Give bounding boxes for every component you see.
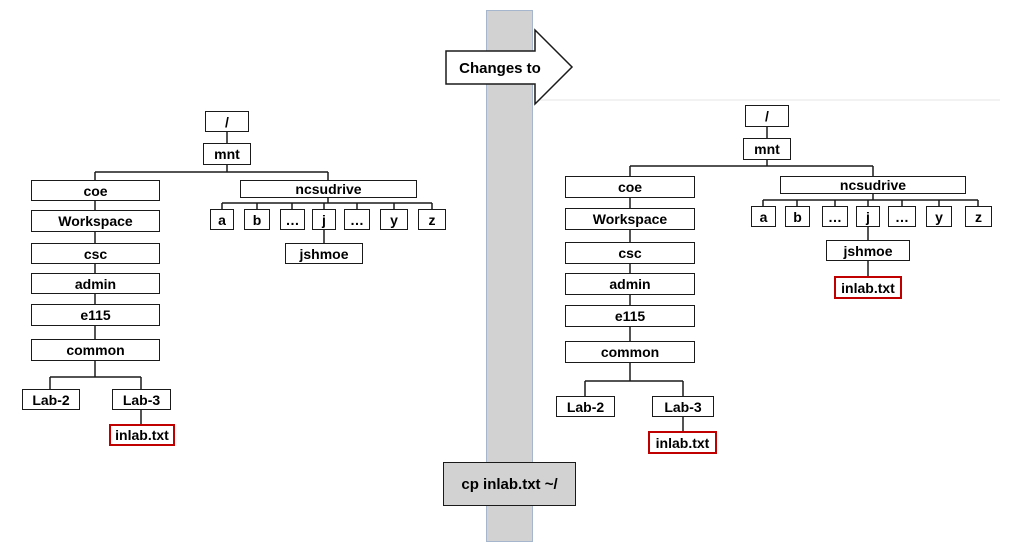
- changes-to-label: Changes to: [459, 59, 541, 77]
- before-admin-node: admin: [31, 273, 160, 294]
- before-e115-node: e115: [31, 304, 160, 326]
- after-drive-a: a: [751, 206, 776, 227]
- after-user-inlab-file: inlab.txt: [834, 276, 902, 299]
- after-common-node: common: [565, 341, 695, 363]
- before-lab3-inlab-file: inlab.txt: [109, 424, 175, 446]
- before-coe-node: coe: [31, 180, 160, 201]
- before-drive-b: b: [244, 209, 270, 230]
- after-e115-node: e115: [565, 305, 695, 327]
- before-ncsudrive-node: ncsudrive: [240, 180, 417, 198]
- before-common-node: common: [31, 339, 160, 361]
- before-drive-ellipsis-2: …: [344, 209, 370, 230]
- after-mnt-node: mnt: [743, 138, 791, 160]
- after-lab3-node: Lab-3: [652, 396, 714, 417]
- before-csc-node: csc: [31, 243, 160, 264]
- before-drive-a: a: [210, 209, 234, 230]
- center-divider: [486, 10, 533, 542]
- after-drive-z: z: [965, 206, 992, 227]
- changes-to-arrow: [445, 28, 574, 106]
- after-drive-ellipsis-2: …: [888, 206, 916, 227]
- after-csc-node: csc: [565, 242, 695, 264]
- after-user-node: jshmoe: [826, 240, 910, 261]
- before-user-node: jshmoe: [285, 243, 363, 264]
- after-admin-node: admin: [565, 273, 695, 295]
- before-root-node: /: [205, 111, 249, 132]
- after-lab2-node: Lab-2: [556, 396, 615, 417]
- before-drive-ellipsis-1: …: [280, 209, 305, 230]
- after-root-node: /: [745, 105, 789, 127]
- after-drive-ellipsis-1: …: [822, 206, 848, 227]
- after-drive-j: j: [856, 206, 880, 227]
- after-drive-y: y: [926, 206, 952, 227]
- before-lab2-node: Lab-2: [22, 389, 80, 410]
- before-drive-y: y: [380, 209, 408, 230]
- command-label: cp inlab.txt ~/: [443, 462, 576, 506]
- after-coe-node: coe: [565, 176, 695, 198]
- after-lab3-inlab-file: inlab.txt: [648, 431, 717, 454]
- before-mnt-node: mnt: [203, 143, 251, 165]
- before-drive-j: j: [312, 209, 336, 230]
- after-drive-b: b: [785, 206, 810, 227]
- before-lab3-node: Lab-3: [112, 389, 171, 410]
- after-workspace-node: Workspace: [565, 208, 695, 230]
- before-drive-z: z: [418, 209, 446, 230]
- after-ncsudrive-node: ncsudrive: [780, 176, 966, 194]
- before-workspace-node: Workspace: [31, 210, 160, 232]
